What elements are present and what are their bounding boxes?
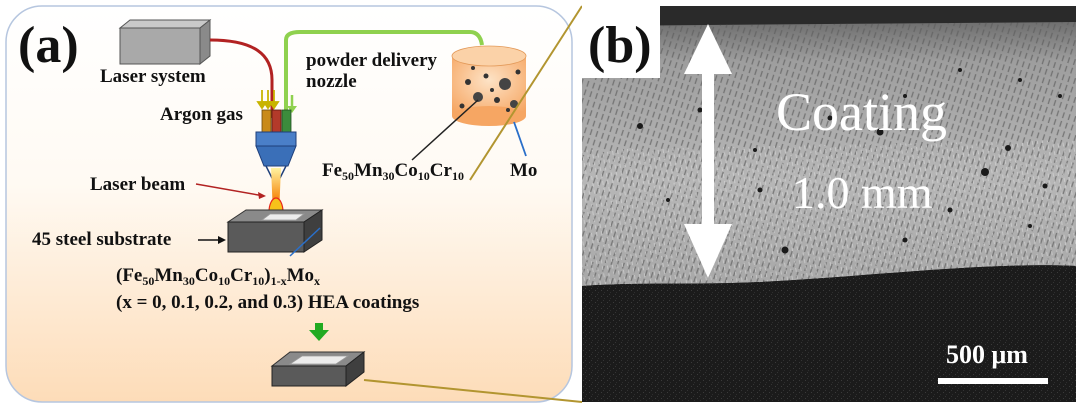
laser-system-label: Laser system bbox=[100, 66, 206, 88]
scale-bar bbox=[938, 378, 1048, 384]
panel-b-tag: (b) bbox=[588, 20, 652, 72]
scale-bar-label: 500 μm bbox=[946, 340, 1028, 370]
thickness-label: 1.0 mm bbox=[792, 166, 933, 220]
panel-a-tag: (a) bbox=[18, 20, 79, 72]
substrate-block bbox=[228, 210, 322, 252]
powder-nozzle-label-1: powder delivery bbox=[306, 50, 437, 72]
laser-beam-label: Laser beam bbox=[90, 174, 185, 196]
powder-nozzle-label-2: nozzle bbox=[306, 71, 357, 93]
coated-block bbox=[272, 352, 364, 386]
substrate-label: 45 steel substrate bbox=[32, 229, 171, 251]
coating-formula: (Fe50Mn30Co10Cr10)1-xMox bbox=[116, 265, 320, 292]
laser-system-box bbox=[120, 20, 210, 64]
coating-label: Coating bbox=[776, 82, 947, 142]
mo-label: Mo bbox=[510, 160, 537, 182]
powder-formula: Fe50Mn30Co10Cr10 bbox=[322, 160, 464, 187]
argon-gas-label: Argon gas bbox=[160, 104, 243, 126]
coating-variants-label: (x = 0, 0.1, 0.2, and 0.3) HEA coatings bbox=[116, 292, 419, 314]
